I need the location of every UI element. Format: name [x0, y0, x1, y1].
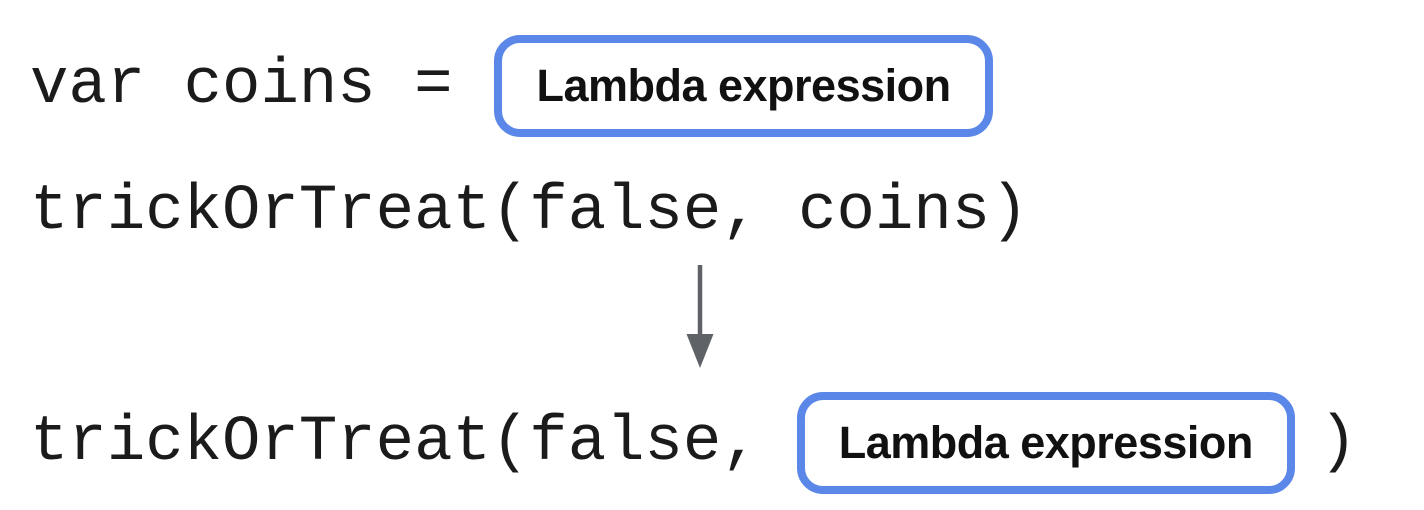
declaration-code-text: var coins = [30, 50, 453, 122]
lambda-expression-pill-inlined: Lambda expression [796, 392, 1295, 494]
lambda-expression-pill-declaration: Lambda expression [494, 35, 993, 137]
call-with-variable-code-text: trickOrTreat(false, coins) [30, 176, 1029, 248]
code-line-declaration: var coins = Lambda expression [30, 35, 993, 137]
code-line-call-with-variable: trickOrTreat(false, coins) [30, 180, 1029, 244]
down-arrow-icon [686, 264, 714, 368]
lambda-expression-pill-label: Lambda expression [838, 417, 1254, 468]
lambda-expression-pill-label: Lambda expression [536, 60, 951, 111]
call-inlined-code-after: ) [1318, 407, 1358, 479]
call-inlined-code-before: trickOrTreat(false, [30, 407, 760, 479]
code-line-call-inlined: trickOrTreat(false, Lambda expression ) [30, 392, 1357, 494]
